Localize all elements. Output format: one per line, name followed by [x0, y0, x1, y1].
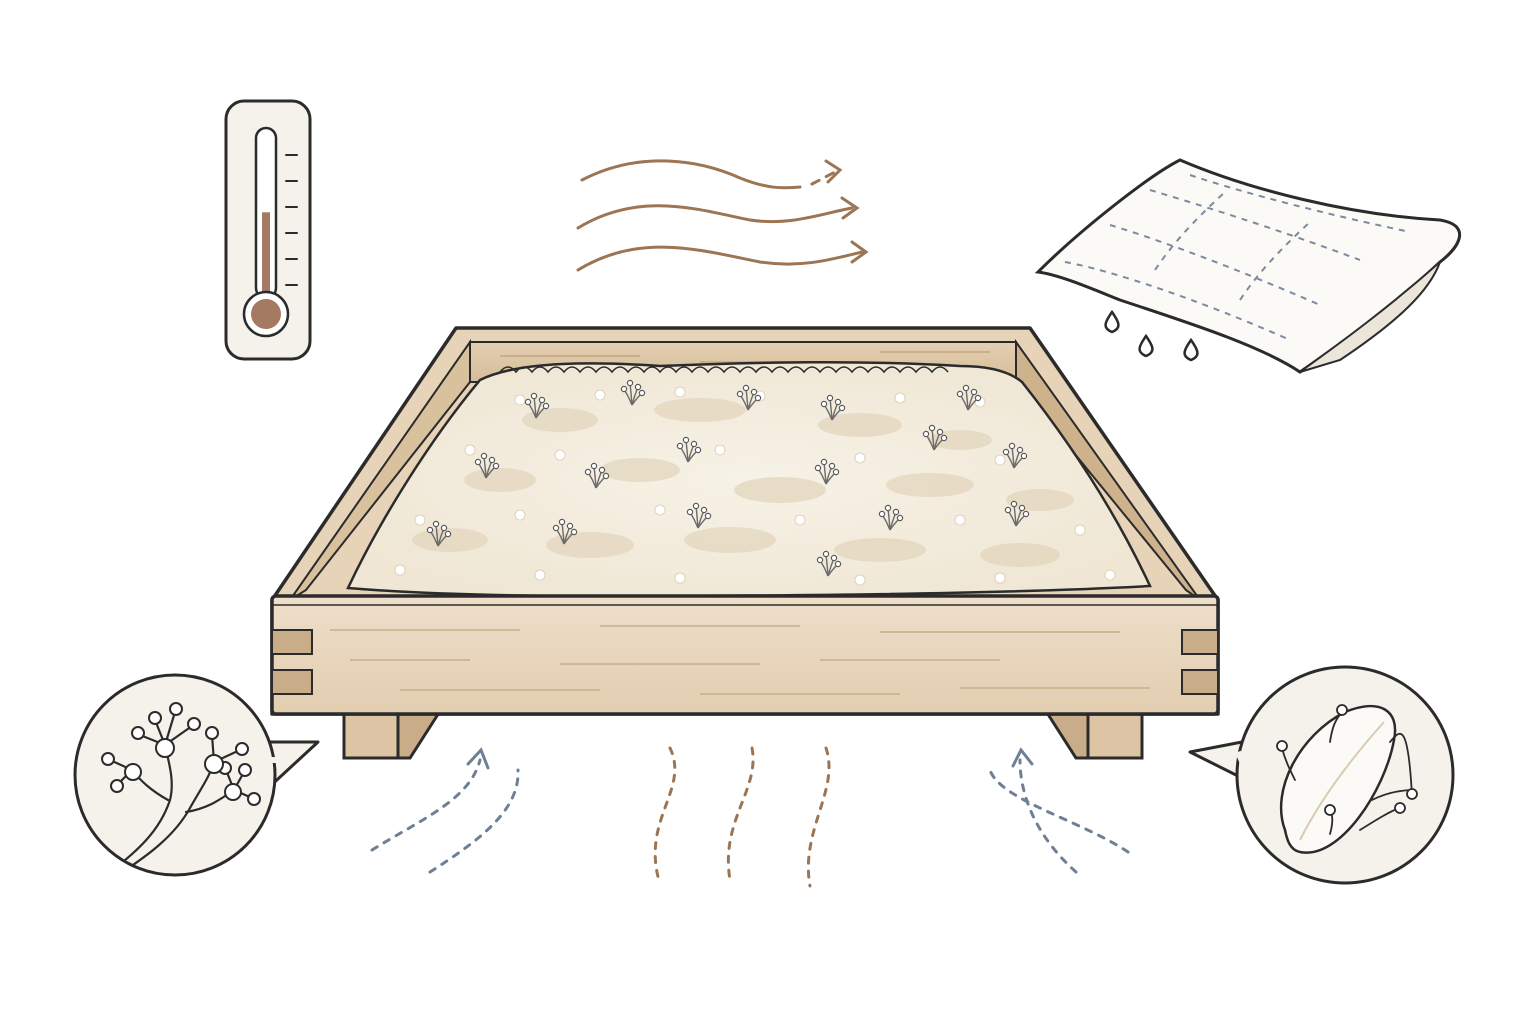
mold-sporangia-icon — [73, 673, 320, 877]
tray-front-board — [270, 594, 1220, 716]
mold-sprout — [956, 384, 982, 411]
mold-sprout — [552, 518, 578, 545]
mold-sprout — [1002, 442, 1028, 469]
mold-sprout — [736, 384, 762, 411]
mold-sprout — [524, 392, 550, 419]
mold-sprout — [878, 504, 904, 531]
under-tray-airflow-icon — [370, 746, 1130, 888]
mold-sprout — [820, 394, 846, 421]
mold-sprout — [814, 458, 840, 485]
mold-sprout — [922, 424, 948, 451]
mold-sprout — [686, 502, 712, 529]
mold-sprout — [676, 436, 702, 463]
mold-sprout — [474, 452, 500, 479]
mold-sprout — [426, 520, 452, 547]
thermometer-mercury — [262, 212, 270, 308]
thermometer-icon — [224, 99, 312, 361]
mold-sprout — [816, 550, 842, 577]
tray-feet — [342, 706, 1144, 760]
mold-sprout — [1004, 500, 1030, 527]
mold-sprout — [620, 379, 646, 406]
airflow-arrows-icon — [576, 159, 869, 272]
rice-grain-icon — [1188, 665, 1455, 885]
mold-sprouts — [426, 379, 1030, 577]
mold-sprout — [584, 462, 610, 489]
damp-cloth-icon — [1034, 158, 1462, 374]
rice-bed-icon — [346, 360, 1152, 598]
